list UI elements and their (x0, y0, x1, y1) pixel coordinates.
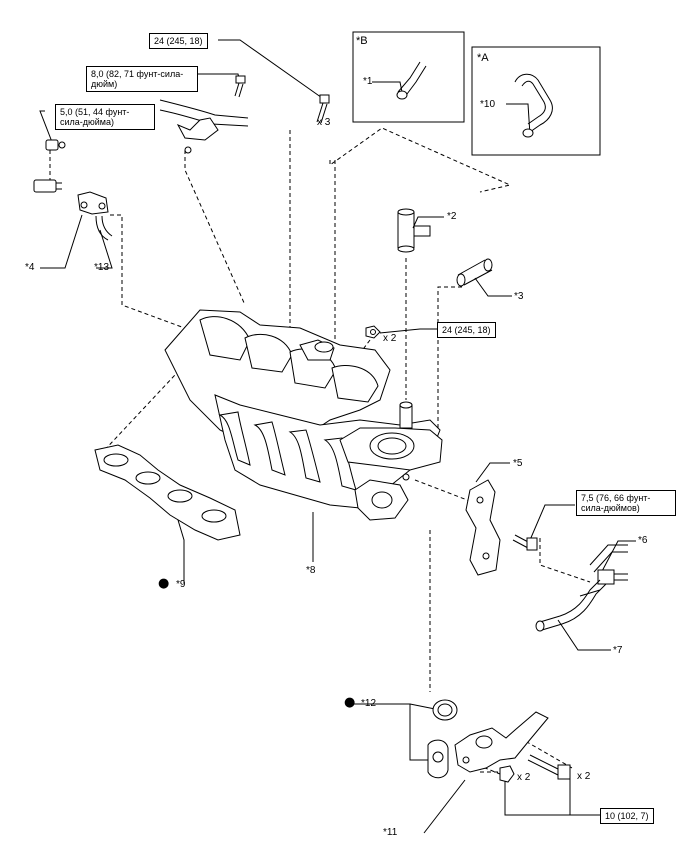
bolt-top-m24 (316, 94, 330, 124)
egr-pipe-part (454, 711, 549, 773)
callout-4: *4 (25, 262, 35, 273)
callout-11: *11 (383, 827, 398, 838)
manifold-gasket-part (94, 444, 241, 541)
o-ring-gasket-12 (432, 699, 458, 721)
frame-a-label: *A (477, 52, 489, 64)
hose-3 (456, 258, 493, 287)
connector-part (33, 179, 62, 193)
callout-10: *10 (480, 99, 496, 110)
nut-bottom (499, 765, 515, 783)
frame-a-outline (471, 46, 601, 156)
torque-spec-bottom: 10 (102, 7) (600, 808, 654, 824)
nut-middle (365, 325, 381, 339)
non-reusable-marker-9: ● (158, 576, 170, 591)
quantity-top-bolts: x 3 (317, 117, 331, 128)
pipe-2 (397, 208, 431, 253)
callout-3: *3 (514, 291, 524, 302)
callout-9: *9 (176, 579, 186, 590)
callout-6: *6 (638, 535, 648, 546)
pipe-7 (535, 579, 607, 632)
frame-b-label: *B (356, 35, 368, 47)
quantity-bottom-bolts: x 2 (577, 771, 591, 782)
torque-spec-top: 24 (245, 18) (149, 33, 208, 49)
callout-2: *2 (447, 211, 457, 222)
leader-lines (39, 39, 636, 834)
hose-end-part (396, 61, 427, 100)
bolt-middle-right (512, 534, 538, 551)
bolt-bottom (527, 754, 571, 780)
nut-left (45, 139, 66, 151)
callout-8: *8 (306, 565, 316, 576)
frame-b-outline (352, 31, 465, 123)
bolt-top-m8 (234, 75, 246, 98)
pipe-6 (589, 544, 628, 585)
water-hose-part (514, 73, 553, 138)
torque-spec-small-bolt: 8,0 (82, 71 фунт-сила-дюйм) (86, 66, 198, 92)
torque-spec-bracket-bolt: 7,5 (76, 66 фунт-сила-дюймов) (576, 490, 676, 516)
callout-5: *5 (513, 458, 523, 469)
callout-1: *1 (363, 76, 373, 87)
intake-manifold-part (164, 309, 443, 521)
quantity-bottom-nuts: x 2 (517, 772, 531, 783)
non-reusable-marker-12: ● (344, 695, 356, 710)
callout-13: *13 (94, 262, 110, 273)
bracket-5 (465, 479, 501, 576)
quantity-middle-nuts: x 2 (383, 333, 397, 344)
torque-spec-middle: 24 (245, 18) (437, 322, 496, 338)
sensor-part (77, 191, 109, 215)
callout-12: *12 (361, 698, 377, 709)
small-hose-13 (95, 215, 113, 241)
flange-gasket-11 (427, 739, 449, 779)
callout-7: *7 (613, 645, 623, 656)
torque-spec-left-nut: 5,0 (51, 44 фунт-сила-дюйма) (55, 104, 155, 130)
wire-harness-bracket (159, 99, 249, 154)
